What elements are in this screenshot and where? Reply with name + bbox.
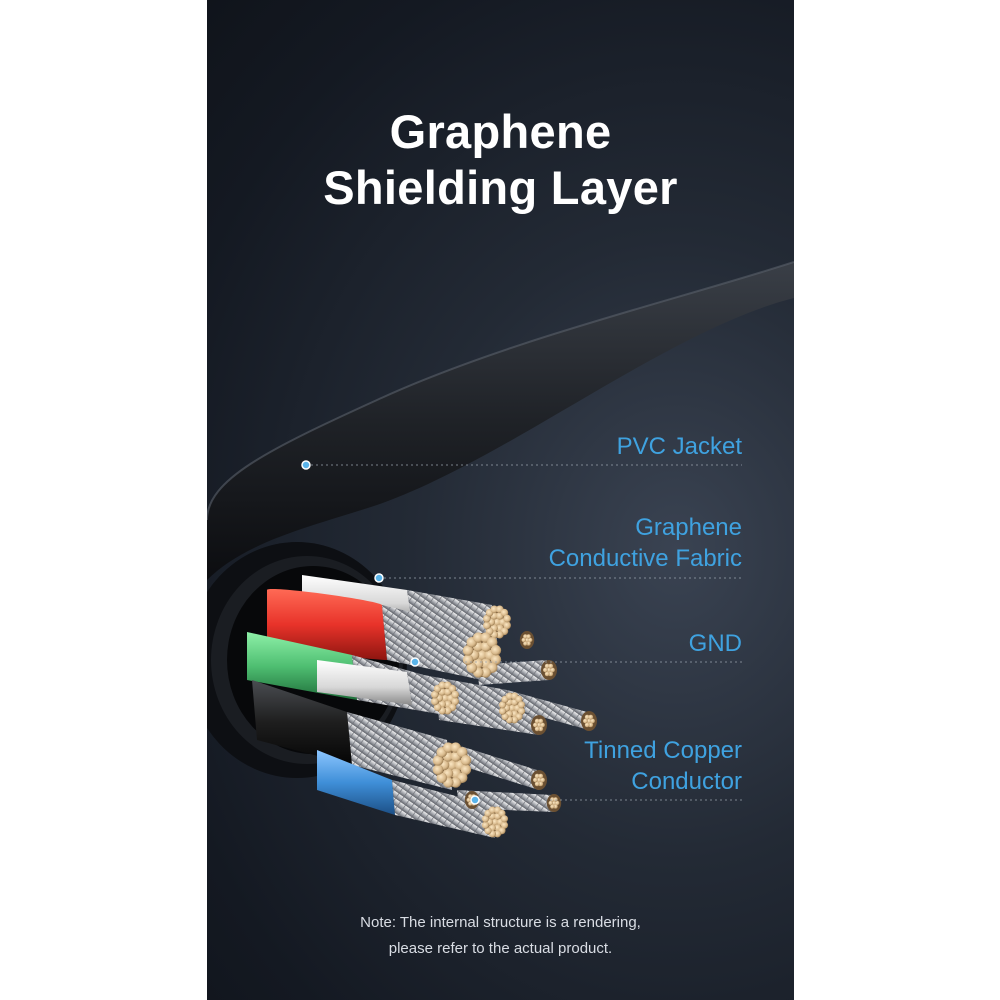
wire-red [267,588,482,680]
note-line-1: Note: The internal structure is a render… [360,914,641,931]
wire-black [252,680,452,790]
cable-illustration [207,261,794,838]
callout-lines [306,464,742,801]
callout-pvc-jacket: PVC Jacket [616,433,742,460]
wire-blue [317,750,495,838]
note-line-2: please refer to the actual product. [388,940,613,957]
product-poster: Graphene Shielding Layer PVC Jacket Grap… [207,0,794,1000]
callout-graphene-line-2: Conductive Fabric [548,545,742,572]
cable-jacket-curve [207,262,794,580]
callout-graphene-line-1: Graphene [635,514,742,541]
title-line-2: Shielding Layer [323,161,678,214]
callout-tinned-copper-line-2: Conductor [631,768,742,795]
callout-dots [301,460,480,805]
callout-gnd: GND [688,630,742,657]
title-line-1: Graphene [389,105,612,158]
wire-small-1 [437,660,589,812]
callout-tinned-copper-line-1: Tinned Copper [584,737,742,764]
